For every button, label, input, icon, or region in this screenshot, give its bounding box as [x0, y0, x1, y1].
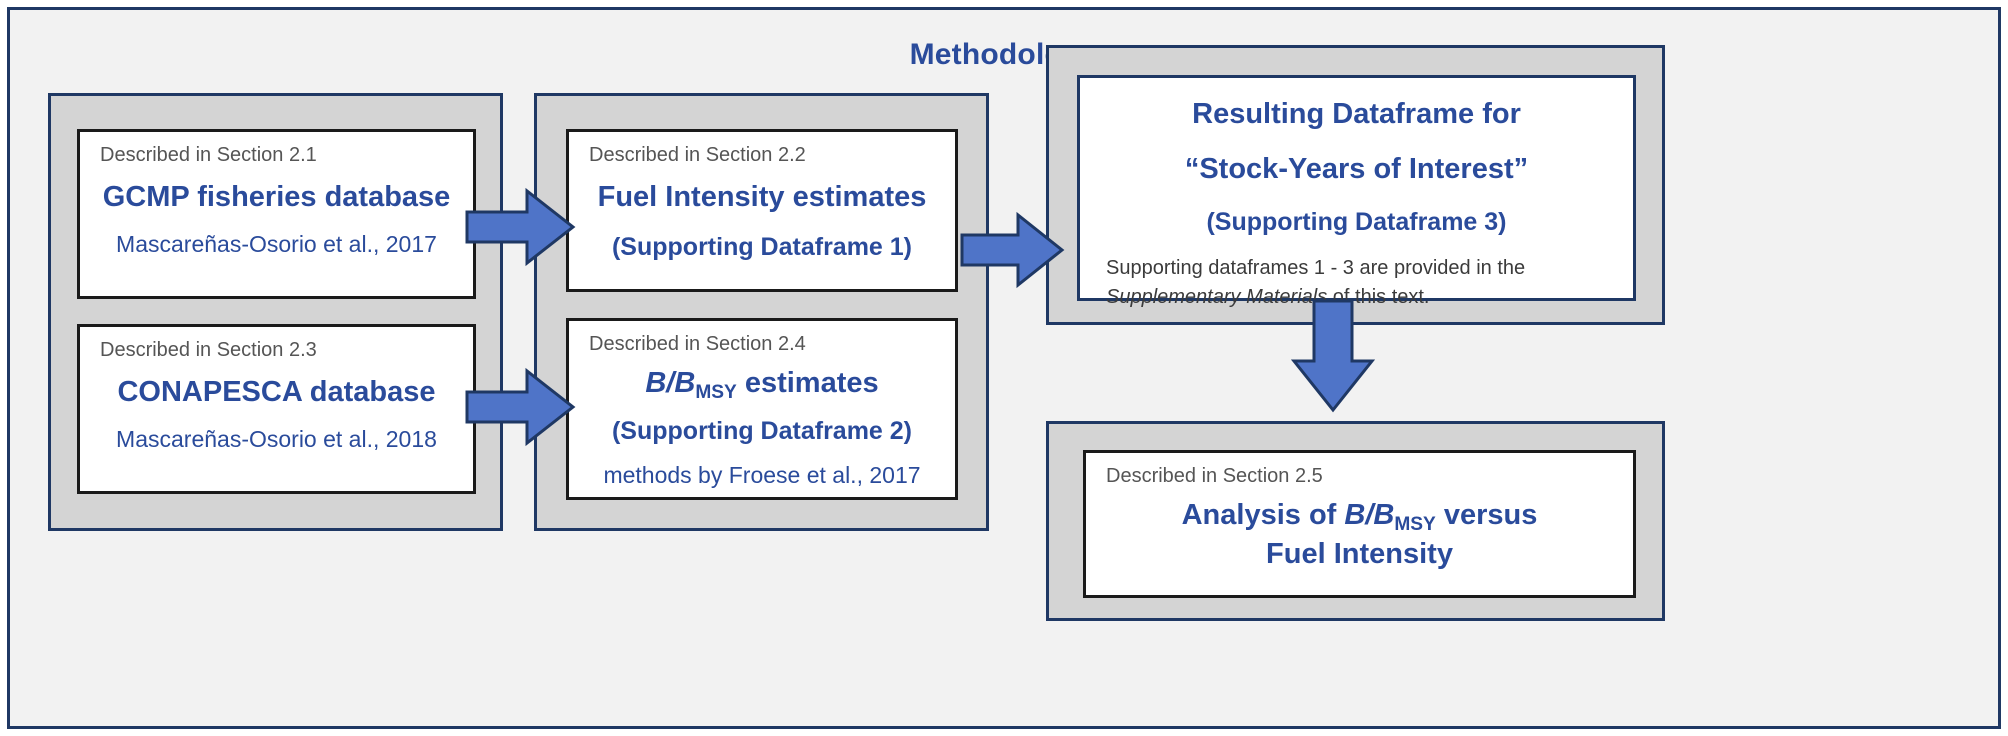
bbmsy-section-label: Described in Section 2.4	[589, 333, 806, 355]
bbmsy-math-prefix: B/B	[645, 367, 696, 399]
fuel-section-label: Described in Section 2.2	[589, 144, 806, 166]
analysis-card: Described in Section 2.5 Analysis of B/B…	[1083, 450, 1636, 598]
result-supplementary-note: Supporting dataframes 1 - 3 are provided…	[1080, 254, 1633, 311]
analysis-section-label: Described in Section 2.5	[1106, 465, 1323, 487]
result-title-line-1: Resulting Dataframe for	[1192, 98, 1521, 130]
bbmsy-subtitle: (Supporting Dataframe 2)	[611, 417, 913, 446]
analysis-title-suffix: versus	[1435, 499, 1538, 531]
result-title-line-2: “Stock-Years of Interest”	[1184, 153, 1529, 186]
resulting-dataframe-card: Resulting Dataframe for “Stock-Years of …	[1077, 75, 1636, 308]
result-subtitle: (Supporting Dataframe 3)	[1206, 207, 1507, 236]
note-text-part-1: Supporting dataframes 1 - 3 are provided…	[1106, 257, 1526, 280]
analysis-group-panel: Described in Section 2.5 Analysis of B/B…	[1046, 421, 1665, 621]
arrow-estimates-to-results	[960, 211, 1065, 289]
analysis-title-line-2: Fuel Intensity	[1266, 538, 1453, 571]
analysis-math-prefix: B/B	[1344, 499, 1395, 531]
analysis-title-line-1: Analysis of B/BMSY versus	[1086, 498, 1633, 535]
gcmp-section-label: Described in Section 2.1	[100, 144, 317, 166]
bbmsy-subscript: MSY	[695, 381, 737, 403]
arrow-conapesca-to-bbmsy	[465, 367, 576, 447]
gcmp-database-card: Described in Section 2.1 GCMP fisheries …	[77, 129, 476, 299]
analysis-subscript: MSY	[1394, 513, 1436, 535]
note-text-part-2: of this text.	[1327, 285, 1430, 308]
bbmsy-title: B/BMSY estimates	[569, 366, 955, 403]
fuel-subtitle: (Supporting Dataframe 1)	[611, 233, 913, 262]
conapesca-database-card: Described in Section 2.3 CONAPESCA datab…	[77, 324, 476, 494]
analysis-title-prefix: Analysis of	[1181, 499, 1345, 531]
methodology-frame: Methodology Described in Section 2.1 GCM…	[7, 7, 2001, 729]
gcmp-title: GCMP fisheries database	[102, 181, 451, 213]
note-text-italic: Supplementary Materials	[1106, 285, 1328, 308]
inputs-group-panel: Described in Section 2.1 GCMP fisheries …	[48, 93, 503, 531]
estimates-group-panel: Described in Section 2.2 Fuel Intensity …	[534, 93, 989, 531]
results-group-panel: Resulting Dataframe for “Stock-Years of …	[1046, 45, 1665, 325]
fuel-intensity-card: Described in Section 2.2 Fuel Intensity …	[566, 129, 958, 292]
arrow-results-to-analysis	[1290, 299, 1376, 413]
conapesca-section-label: Described in Section 2.3	[100, 339, 317, 361]
bbmsy-method-note: methods by Froese et al., 2017	[603, 461, 921, 488]
page-title: Methodology	[909, 38, 1099, 71]
arrow-gcmp-to-fuel	[465, 187, 576, 267]
bbmsy-estimates-card: Described in Section 2.4 B/BMSY estimate…	[566, 318, 958, 500]
fuel-title: Fuel Intensity estimates	[597, 181, 927, 213]
gcmp-citation: Mascareñas-Osorio et al., 2017	[116, 231, 437, 258]
conapesca-title: CONAPESCA database	[117, 376, 436, 408]
bbmsy-title-suffix: estimates	[736, 367, 879, 399]
conapesca-citation: Mascareñas-Osorio et al., 2018	[116, 426, 437, 453]
